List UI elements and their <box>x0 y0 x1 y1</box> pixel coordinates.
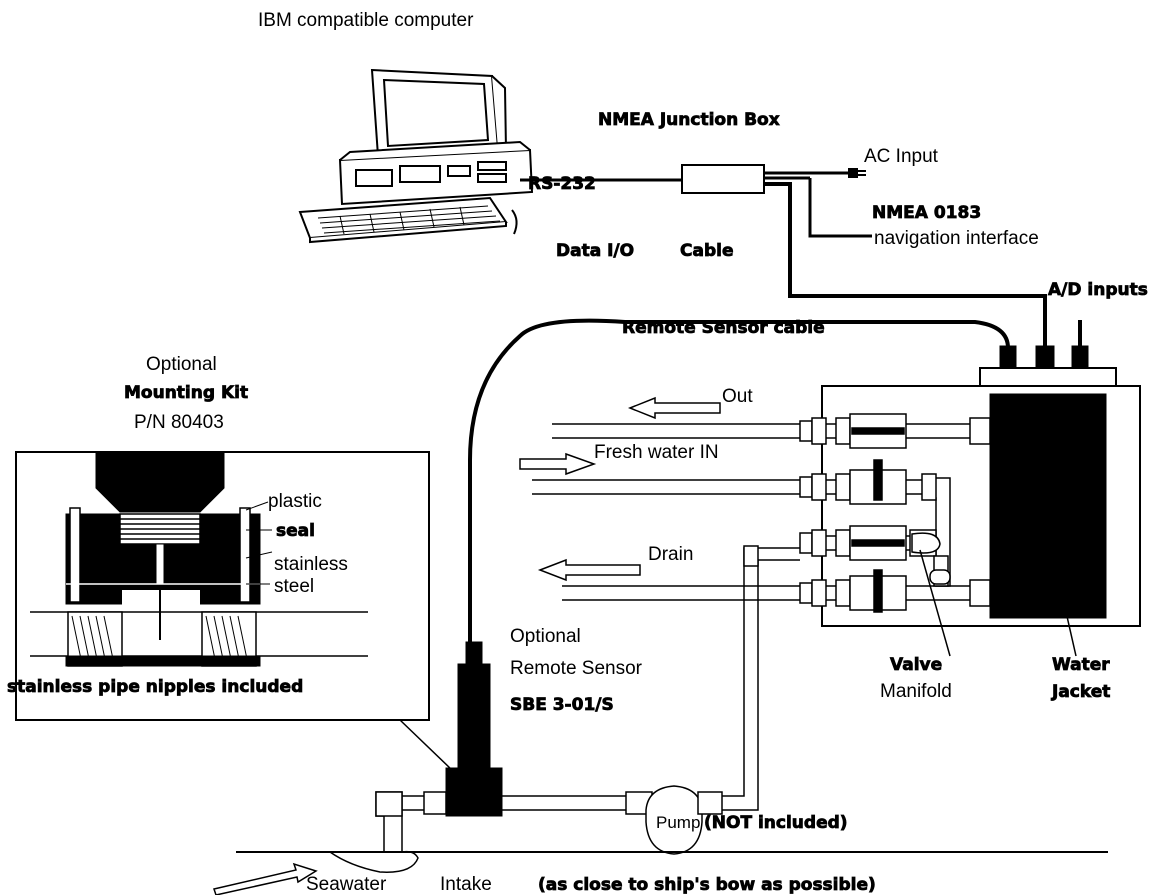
flow-arrows <box>519 396 721 582</box>
computer-label: IBM compatible computer <box>258 10 474 31</box>
optional-label-2: Optional <box>510 626 581 647</box>
seawater-arrow <box>213 862 318 895</box>
fresh-water-in-label: Fresh water IN <box>594 442 719 463</box>
jacket-label: Jacket <box>1051 682 1110 702</box>
part-number-label: P/N 80403 <box>134 412 224 433</box>
sensor-model-label: SBE 3-01/S <box>510 695 614 715</box>
intake-note-label: (as close to ship's bow as possible) <box>538 875 876 895</box>
mounting-kit-inset <box>15 451 453 771</box>
seawater-label: Seawater <box>306 874 387 895</box>
data-io-label: Data I/O <box>556 241 634 261</box>
nmea-0183-label: NMEA 0183 <box>872 203 981 223</box>
out-arrow <box>627 396 721 420</box>
steel-label: steel <box>274 576 314 597</box>
ac-plug <box>848 168 866 178</box>
valve-manifold <box>532 413 991 613</box>
not-included-label: (NOT included) <box>704 813 848 833</box>
junction-box <box>681 164 765 194</box>
ac-input-label: AC Input <box>864 146 939 167</box>
intake-label: Intake <box>440 874 492 895</box>
drain-label: Drain <box>648 544 693 565</box>
seal-label: seal <box>276 521 315 541</box>
remote-sensor-cable-label: Remote Sensor cable <box>622 318 825 338</box>
fresh-water-in-arrow <box>519 452 597 476</box>
cable-label: Cable <box>680 241 733 261</box>
remote-sensor <box>445 641 503 817</box>
rs232-label: RS-232 <box>528 174 596 194</box>
stainless-label: stainless <box>274 554 348 575</box>
cables <box>468 164 1082 645</box>
manifold-label: Manifold <box>880 681 952 702</box>
mounting-kit-label: Mounting Kit <box>124 383 248 403</box>
remote-sensor-label: Remote Sensor <box>510 658 643 679</box>
pipe-nipples-label: stainless pipe nipples included <box>7 677 303 697</box>
optional-label-1: Optional <box>146 354 217 375</box>
out-label: Out <box>722 386 753 407</box>
bottom-piping <box>329 545 800 873</box>
water-label: Water <box>1052 655 1110 675</box>
valve-label: Valve <box>890 655 942 675</box>
computer-illustration <box>298 68 534 244</box>
ad-inputs-label: A/D inputs <box>1048 280 1148 300</box>
junction-box-label: NMEA Junction Box <box>598 110 780 130</box>
navigation-interface-label: navigation interface <box>874 228 1039 249</box>
drain-arrow <box>537 558 641 582</box>
pump-label: Pump <box>656 813 700 832</box>
plastic-label: plastic <box>268 491 322 512</box>
